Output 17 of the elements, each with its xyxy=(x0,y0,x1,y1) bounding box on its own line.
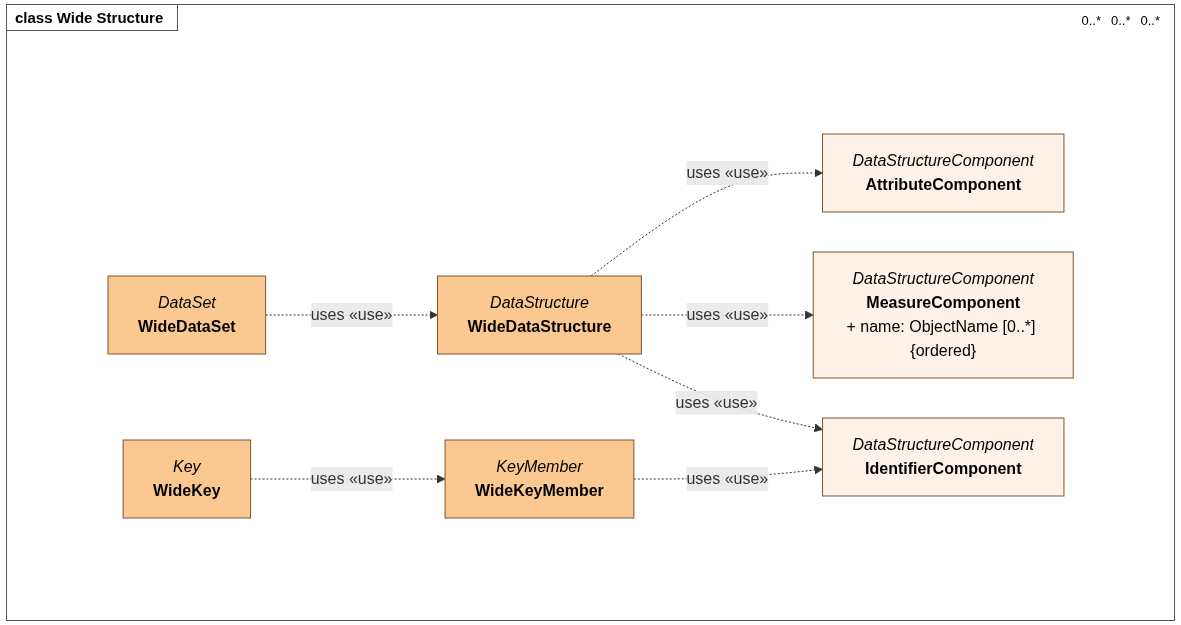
multiplicity-label: 0..* xyxy=(1110,13,1131,28)
edge-label: uses «use» xyxy=(686,160,769,185)
edge-label: uses «use» xyxy=(310,466,393,491)
class-box: DataSet WideDataSet xyxy=(107,275,267,354)
edge-label: uses «use» xyxy=(686,466,769,491)
edge-label: uses «use» xyxy=(675,390,758,415)
frame-title: class Wide Structure xyxy=(7,5,179,31)
edge-label: uses «use» xyxy=(686,302,769,327)
class-box: DataStructureComponent AttributeComponent xyxy=(821,133,1065,212)
class-box: DataStructureComponent MeasureComponent + name: ObjectName [0..*] {ordered} xyxy=(812,251,1074,378)
class-box: Key WideKey xyxy=(122,439,251,518)
multiplicity-label: 0..* xyxy=(1140,13,1160,28)
edge-label: uses «use» xyxy=(310,302,393,327)
class-box: DataStructureComponent IdentifierComponent xyxy=(821,417,1065,496)
class-box: DataStructure WideDataStructure xyxy=(436,275,642,354)
multiplicity-label: 0..* xyxy=(1081,13,1101,28)
class-box: KeyMember WideKeyMember xyxy=(444,439,635,518)
